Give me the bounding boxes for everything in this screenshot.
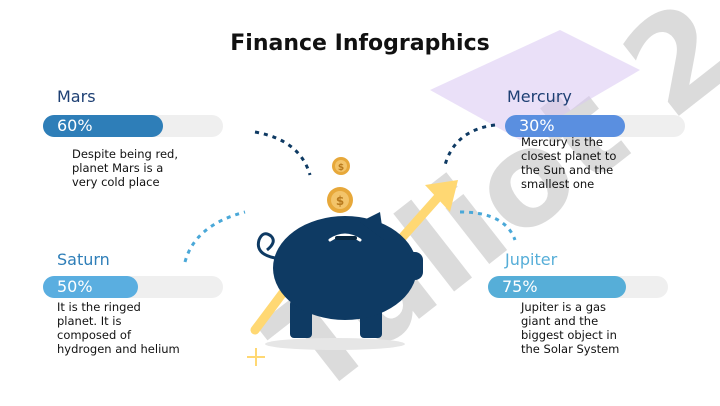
progress-value-mars: 60% (57, 116, 93, 135)
description-line: composed of (57, 328, 132, 342)
page-title: Finance Infographics (230, 31, 490, 56)
progress-track-jupiter: 75% (488, 276, 668, 298)
progress-fill-jupiter: 75% (488, 276, 626, 298)
description-line: closest planet to (521, 149, 617, 163)
piggy-bank-icon (256, 212, 423, 338)
dotted-arc-right-bottom (459, 210, 517, 241)
coin-icon: $ (332, 157, 350, 175)
watermark-accent (430, 30, 640, 140)
item-description-mars: Despite being red, planet Mars is a very… (72, 147, 178, 189)
item-label-jupiter: Jupiter (505, 250, 558, 269)
svg-text:$: $ (338, 163, 344, 173)
description-line: very cold place (72, 175, 160, 189)
progress-value-mercury: 30% (519, 116, 555, 135)
dotted-arc-left-top (254, 130, 312, 176)
description-line: Jupiter is a gas (521, 300, 607, 314)
svg-text:$: $ (336, 194, 344, 208)
description-line: Mercury is the (521, 135, 603, 149)
description-line: biggest object in (521, 328, 617, 342)
coin-icon-large: $ (327, 187, 353, 213)
description-line: hydrogen and helium (57, 342, 180, 356)
item-description-saturn: It is the ringed planet. It is composed … (57, 300, 180, 356)
description-line: the Solar System (521, 342, 620, 356)
item-description-jupiter: Jupiter is a gas giant and the biggest o… (521, 300, 619, 356)
progress-track-mars: 60% (43, 115, 223, 137)
description-line: Despite being red, (72, 147, 178, 161)
description-line: planet Mars is a (72, 161, 164, 175)
description-line: smallest one (521, 177, 595, 191)
sparkle-icon (247, 348, 265, 366)
description-line: giant and the (521, 314, 599, 328)
progress-fill-mercury: 30% (505, 115, 625, 137)
progress-fill-mars: 60% (43, 115, 163, 137)
pig-shadow (265, 338, 405, 350)
description-line: It is the ringed (57, 300, 141, 314)
progress-track-mercury: 30% (505, 115, 685, 137)
item-label-saturn: Saturn (57, 250, 110, 269)
dotted-arc-left-bottom (183, 210, 246, 263)
progress-value-saturn: 50% (57, 277, 93, 296)
progress-track-saturn: 50% (43, 276, 223, 298)
progress-value-jupiter: 75% (502, 277, 538, 296)
item-label-mars: Mars (57, 87, 96, 106)
description-line: the Sun and the (521, 163, 614, 177)
progress-fill-saturn: 50% (43, 276, 138, 298)
item-description-mercury: Mercury is the closest planet to the Sun… (521, 135, 616, 191)
description-line: planet. It is (57, 314, 122, 328)
item-label-mercury: Mercury (507, 87, 572, 106)
